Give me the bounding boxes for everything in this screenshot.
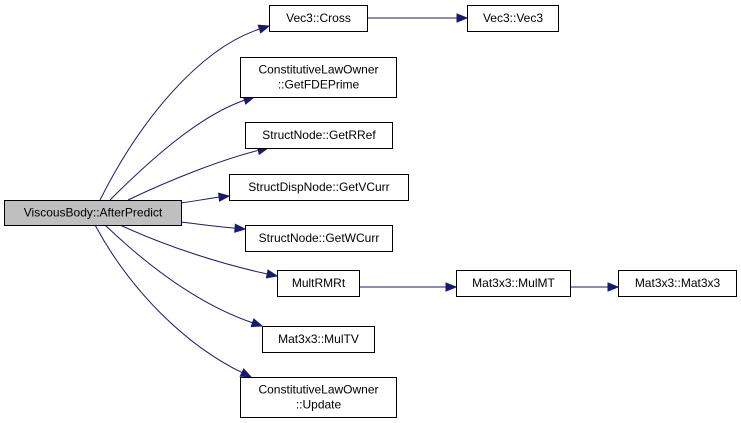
node-getrref[interactable]: StructNode::GetRRef	[245, 122, 393, 149]
edge-afterpredict-to-multv	[104, 224, 264, 328]
node-box[interactable]	[240, 377, 397, 418]
edge-layer	[94, 13, 620, 378]
edge-line	[104, 224, 254, 324]
edge-afterpredict-to-update	[94, 224, 253, 378]
node-multv[interactable]: Mat3x3::MulTV	[262, 326, 375, 353]
node-vec3[interactable]: Vec3::Vec3	[467, 5, 559, 32]
node-box[interactable]	[245, 122, 393, 149]
arrowhead-icon	[218, 192, 231, 202]
node-box[interactable]	[456, 270, 571, 297]
edge-line	[127, 149, 260, 201]
edge-multrmrt-to-mulmt	[359, 282, 458, 292]
node-box[interactable]	[245, 225, 393, 252]
node-box[interactable]	[240, 57, 397, 98]
node-label: StructDispNode::GetVCurr	[248, 180, 389, 194]
node-box[interactable]	[269, 5, 368, 32]
node-box[interactable]	[277, 270, 360, 297]
node-label: MultRMRt	[292, 276, 346, 290]
node-label: ::Update	[296, 398, 342, 412]
node-label: StructNode::GetWCurr	[259, 231, 380, 245]
edge-afterpredict-to-getwcurr	[180, 221, 247, 233]
node-label: Mat3x3::MulTV	[278, 332, 359, 346]
arrowhead-icon	[239, 368, 253, 378]
node-afterpredict[interactable]: ViscousBody::AfterPredict	[4, 200, 182, 226]
arrowhead-icon	[257, 24, 271, 34]
edge-afterpredict-to-getvcurr	[180, 192, 231, 204]
node-box[interactable]	[229, 174, 409, 201]
node-label: ConstitutiveLawOwner	[258, 383, 378, 397]
node-box[interactable]	[262, 326, 375, 353]
node-getvcurr[interactable]: StructDispNode::GetVCurr	[229, 174, 409, 201]
node-layer: ViscousBody::AfterPredict Vec3::Cross Vec3…	[4, 5, 737, 418]
edge-line	[180, 221, 237, 229]
node-getfdeprime[interactable]: ConstitutiveLawOwner::GetFDEPrime	[240, 57, 397, 98]
node-multrmrt[interactable]: MultRMRt	[277, 270, 360, 297]
edge-line	[180, 196, 221, 204]
node-label: ViscousBody::AfterPredict	[24, 206, 163, 220]
edge-line	[109, 99, 246, 201]
arrowhead-icon	[445, 282, 458, 292]
node-update[interactable]: ConstitutiveLawOwner::Update	[240, 377, 397, 418]
node-label: Vec3::Cross	[286, 11, 351, 25]
node-label: StructNode::GetRRef	[262, 128, 376, 142]
arrowhead-icon	[234, 223, 247, 233]
node-label: Vec3::Vec3	[483, 11, 543, 25]
node-box[interactable]	[467, 5, 559, 32]
arrowhead-icon	[456, 13, 469, 23]
arrowhead-icon	[250, 318, 264, 328]
node-getwcurr[interactable]: StructNode::GetWCurr	[245, 225, 393, 252]
arrowhead-icon	[607, 282, 620, 292]
edge-line	[99, 28, 261, 201]
arrowhead-icon	[265, 269, 279, 279]
node-label: Mat3x3::MulMT	[472, 276, 555, 290]
node-label: ConstitutiveLawOwner	[258, 63, 378, 77]
edge-afterpredict-to-cross	[99, 24, 271, 201]
edge-line	[119, 224, 269, 275]
node-label: Mat3x3::Mat3x3	[635, 276, 721, 290]
edge-cross-to-vec3	[367, 13, 469, 23]
node-mulmt[interactable]: Mat3x3::MulMT	[456, 270, 571, 297]
node-box[interactable]	[4, 200, 182, 226]
node-box[interactable]	[618, 270, 737, 297]
edge-line	[94, 224, 244, 374]
node-mat3x3[interactable]: Mat3x3::Mat3x3	[618, 270, 737, 297]
node-cross[interactable]: Vec3::Cross	[269, 5, 368, 32]
edge-mulmt-to-mat3x3	[570, 282, 620, 292]
edge-afterpredict-to-multrmrt	[119, 224, 279, 279]
node-label: ::GetFDEPrime	[278, 78, 360, 92]
